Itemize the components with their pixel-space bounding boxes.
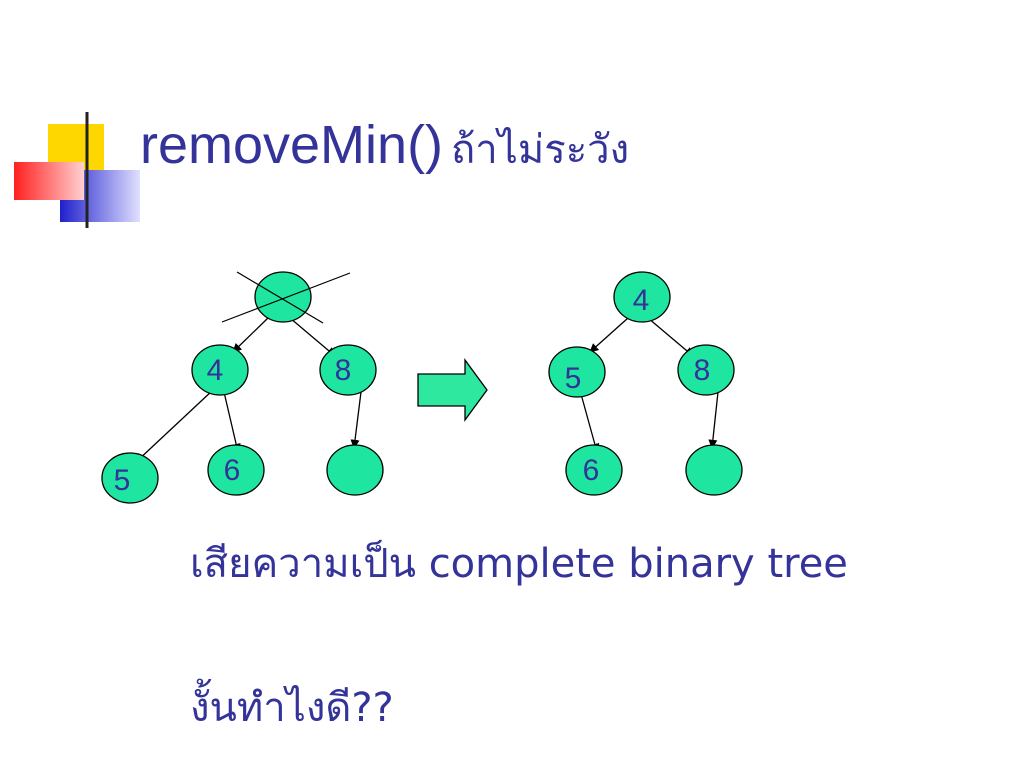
edge-8-empty (350, 391, 362, 449)
node-4 (191, 344, 249, 396)
edge-r-root-8 (647, 317, 694, 357)
bullet-1: เสียความเป็น complete binary tree (190, 541, 848, 587)
node-8 (319, 344, 377, 396)
node-label-5: 5 (114, 464, 131, 497)
node-empty-left (326, 444, 384, 496)
edge-4-5 (135, 389, 214, 463)
node-label-6: 6 (224, 454, 241, 487)
edge-r-root-5 (589, 317, 629, 353)
bullet-2: งั้นทำไงดี?? (190, 685, 394, 731)
cross-line-2 (221, 272, 351, 323)
node-r-label-6: 6 (583, 454, 600, 487)
node-r-4 (613, 271, 671, 323)
cross-line-1 (236, 271, 324, 324)
title-thai: ถ้าไม่ระวัง (451, 127, 630, 173)
node-r-5 (548, 346, 606, 398)
node-label-8: 8 (335, 354, 352, 387)
node-r-label-8: 8 (694, 354, 711, 387)
node-r-label-4: 4 (633, 284, 650, 317)
header-decoration (14, 112, 1000, 228)
node-r-label-5: 5 (565, 362, 582, 395)
edge-r-5-6 (580, 393, 600, 453)
red-square (14, 162, 84, 200)
edge-root-4 (232, 317, 269, 353)
title-main: removeMin() (140, 115, 444, 175)
node-r-6 (565, 444, 623, 496)
node-removed-root (254, 271, 312, 323)
node-r-8 (677, 344, 735, 396)
page-title: removeMin()ถ้าไม่ระวัง (140, 118, 629, 172)
node-5 (101, 452, 159, 504)
node-6 (207, 444, 265, 496)
transition-arrow-icon (417, 358, 488, 422)
edge-r-8-empty (708, 391, 719, 449)
node-r-empty (685, 444, 743, 496)
node-label-4: 4 (207, 354, 224, 387)
edge-4-6 (223, 391, 241, 453)
edge-root-8 (289, 317, 336, 357)
